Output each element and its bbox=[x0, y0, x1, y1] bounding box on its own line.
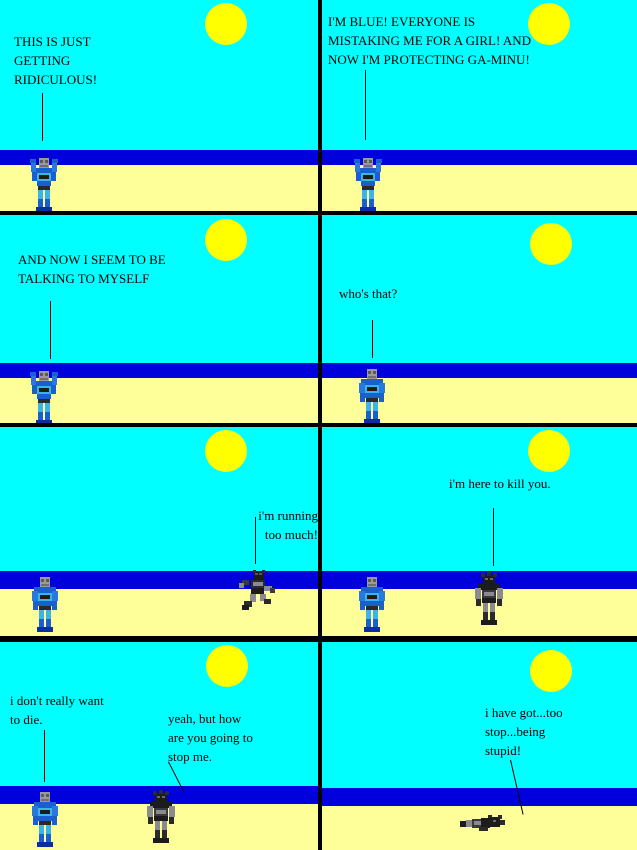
speech-pointer-line-hero bbox=[44, 730, 45, 782]
caption-text: i'm running too much! bbox=[258, 508, 318, 542]
caption-text-hero: i don't really want to die. bbox=[10, 693, 104, 727]
comic-panel-2: I'M BLUE! EVERYONE IS MISTAKING ME FOR A… bbox=[322, 0, 637, 211]
figure-dark-toa-running bbox=[238, 570, 276, 612]
speech-pointer-line bbox=[372, 320, 373, 358]
figure-blue-toa bbox=[357, 575, 387, 633]
figure-blue-toa bbox=[28, 368, 60, 423]
figure-blue-toa bbox=[28, 155, 60, 211]
figure-dark-toa bbox=[474, 572, 504, 627]
caption-text: I'M BLUE! EVERYONE IS MISTAKING ME FOR A… bbox=[328, 14, 531, 67]
caption-text-villain: yeah, but how are you going to stop me. bbox=[168, 711, 253, 764]
sun-icon bbox=[205, 219, 247, 261]
figure-dark-toa bbox=[146, 790, 176, 845]
water-band bbox=[322, 571, 637, 589]
caption-text: i'm here to kill you. bbox=[449, 476, 551, 491]
sun-icon bbox=[205, 3, 247, 45]
comic-panel-6: i'm here to kill you. bbox=[322, 427, 637, 636]
water-band bbox=[0, 150, 318, 165]
speech-pointer-line bbox=[255, 517, 256, 564]
comic-panel-7: i don't really want to die. yeah, but ho… bbox=[0, 642, 318, 850]
water-band bbox=[322, 150, 637, 165]
caption-text: AND NOW I SEEM TO BE TALKING TO MYSELF bbox=[18, 252, 166, 286]
speech-pointer-line bbox=[50, 301, 51, 359]
comic-panel-8: i have got...too stop...being stupid! bbox=[322, 642, 637, 850]
caption-text: THIS IS JUST GETTING RIDICULOUS! bbox=[14, 34, 98, 87]
caption-text: who's that? bbox=[339, 286, 398, 301]
figure-blue-toa bbox=[30, 575, 60, 633]
figure-blue-toa bbox=[352, 155, 384, 211]
water-band bbox=[322, 363, 637, 378]
water-band bbox=[0, 363, 318, 378]
sun-icon bbox=[530, 223, 572, 265]
speech-pointer-line bbox=[493, 508, 494, 566]
caption-text: i have got...too stop...being stupid! bbox=[485, 705, 563, 758]
sun-icon bbox=[530, 650, 572, 692]
figure-blue-toa bbox=[30, 790, 60, 848]
water-band bbox=[322, 788, 637, 806]
speech-pointer-line bbox=[42, 93, 43, 141]
comic-panel-3: AND NOW I SEEM TO BE TALKING TO MYSELF bbox=[0, 215, 318, 423]
sun-icon bbox=[206, 645, 248, 687]
comic-panel-4: who's that? bbox=[322, 215, 637, 423]
water-band bbox=[0, 571, 318, 589]
comic-panel-1: THIS IS JUST GETTING RIDICULOUS! bbox=[0, 0, 318, 211]
comic-panel-5: i'm running too much! bbox=[0, 427, 318, 636]
sun-icon bbox=[205, 430, 247, 472]
sun-icon bbox=[528, 430, 570, 472]
figure-dark-toa-fallen bbox=[460, 815, 508, 832]
sun-icon bbox=[528, 3, 570, 45]
figure-blue-toa bbox=[357, 367, 387, 423]
speech-pointer-line bbox=[365, 70, 366, 140]
